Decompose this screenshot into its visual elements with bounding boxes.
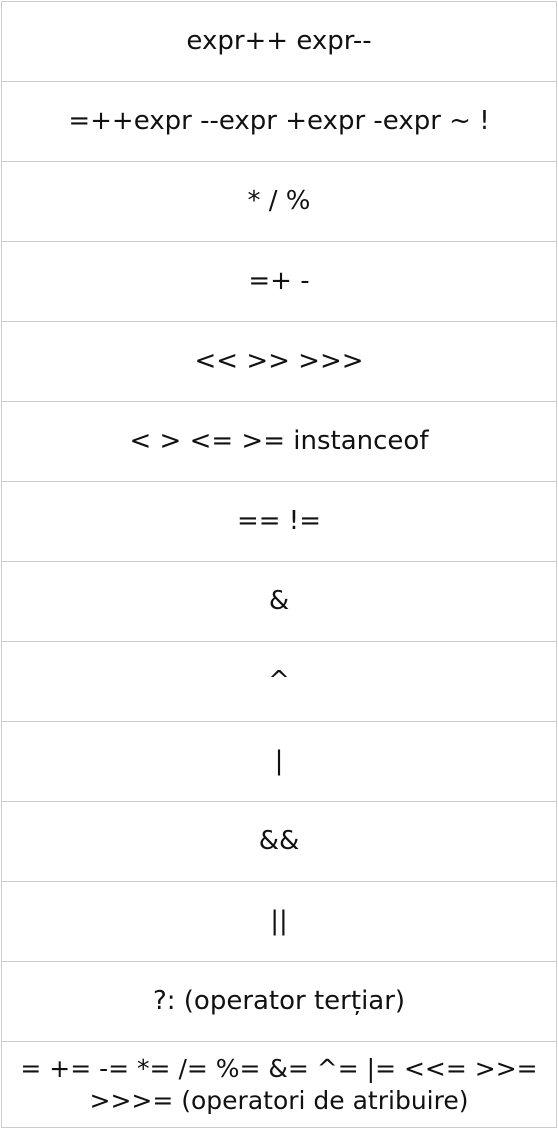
operator-cell: * / % [247,185,311,216]
operator-cell: expr++ expr-- [186,25,372,56]
table-row: & [2,562,556,642]
operator-cell: < > <= >= instanceof [129,425,429,456]
operator-cell: =+ - [248,265,310,296]
operator-cell: && [258,825,300,856]
operator-cell: | [274,745,284,776]
operator-cell: ^ [268,665,290,696]
table-row: ?: (operator terțiar) [2,962,556,1042]
table-row: || [2,882,556,962]
table-row: ^ [2,642,556,722]
table-row: << >> >>> [2,322,556,402]
table-row: && [2,802,556,882]
operator-cell: << >> >>> [194,345,364,376]
table-row: == != [2,482,556,562]
operator-cell: =++expr --expr +expr -expr ~ ! [68,105,490,136]
operator-cell: ?: (operator terțiar) [152,985,406,1016]
operator-cell: == != [236,505,322,536]
table-row: expr++ expr-- [2,2,556,82]
table-row: | [2,722,556,802]
operator-cell: = += -= *= /= %= &= ^= |= <<= >>= >>>= (… [20,1054,546,1115]
table-row: =+ - [2,242,556,322]
operator-cell: & [268,585,290,616]
operator-cell: || [270,905,288,936]
table-row: < > <= >= instanceof [2,402,556,482]
table-row: =++expr --expr +expr -expr ~ ! [2,82,556,162]
table-row: * / % [2,162,556,242]
table-row: = += -= *= /= %= &= ^= |= <<= >>= >>>= (… [2,1042,556,1127]
